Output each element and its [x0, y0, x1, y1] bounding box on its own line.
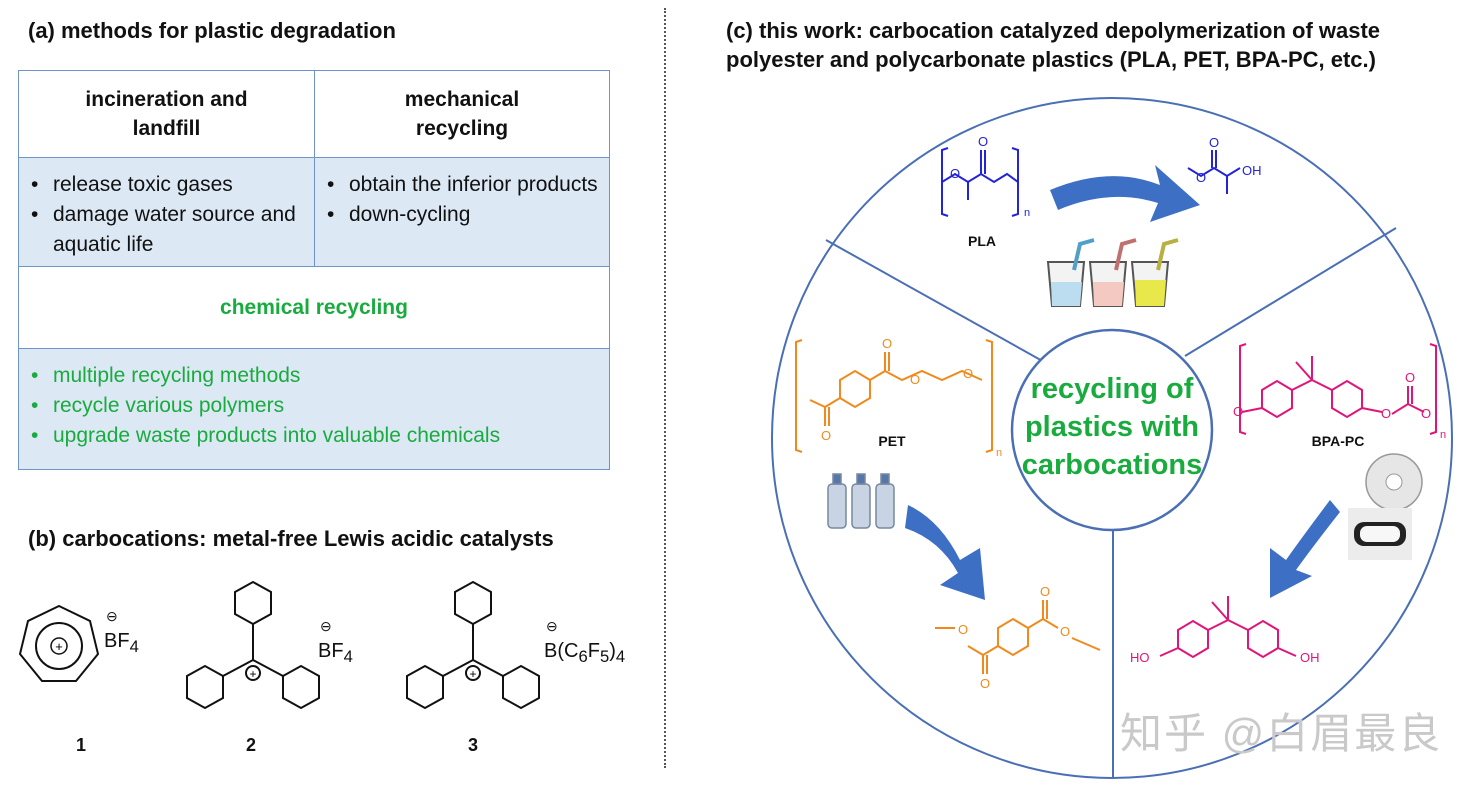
cups-icon: [1046, 238, 1179, 307]
anion-2: ⊖BF4: [318, 618, 353, 666]
anion-subscript: 4: [129, 637, 139, 656]
pla-carbonyl-label: O: [978, 134, 988, 149]
catalyst-label-2: 2: [246, 735, 257, 755]
pet-carbonyl-label-2: O: [821, 428, 831, 443]
list-item: obtain the inferior products: [325, 170, 601, 200]
dmt-carbonyl-label-2: O: [1040, 584, 1050, 599]
lactate-carbonyl-label: O: [1209, 135, 1219, 150]
pet-oxygen-label: O: [910, 372, 920, 387]
divider-line: [1184, 227, 1397, 357]
anion-subscript: 4: [615, 647, 626, 666]
bpa-carbonyl-label: O: [1405, 370, 1415, 385]
list-item: upgrade waste products into valuable che…: [29, 421, 599, 451]
anion-text: B(C: [544, 640, 579, 662]
methyl-lactate-structure: [1187, 150, 1241, 194]
panel-a-title: (a) methods for plastic degradation: [28, 18, 396, 43]
center-text-line-3: carbocations: [1022, 449, 1203, 481]
dmt-carbonyl-label: O: [980, 676, 990, 691]
trityl-structure-2: +: [186, 580, 320, 710]
pla-arrow: [1050, 165, 1200, 222]
pet-arrow: [905, 505, 985, 600]
methods-table: incineration and landfill mechanical rec…: [18, 70, 610, 470]
list-item: recycle various polymers: [29, 391, 599, 421]
anion-subscript: 4: [343, 647, 353, 666]
pla-product-oh: OH: [1242, 163, 1262, 178]
list-item: down-cycling: [325, 200, 601, 230]
bpa-oxygen-label-2: O: [1421, 406, 1431, 421]
pet-structure: [795, 339, 993, 453]
catalyst-structures: + ⊖BF4 1 + ⊖BF4 2 +: [0, 560, 660, 780]
dmt-oxygen-label-2: O: [1060, 624, 1070, 639]
anion-text: F: [587, 640, 600, 662]
list-item: release toxic gases: [29, 170, 306, 200]
dmt-oxygen-label: O: [958, 622, 968, 637]
anion-1: ⊖BF4: [104, 608, 139, 656]
pet-label: PET: [878, 433, 906, 449]
panel-c-title: (c) this work: carbocation catalyzed dep…: [726, 18, 1381, 72]
pet-repeat-subscript: n: [996, 447, 1002, 459]
panel-b-title: (b) carbocations: metal-free Lewis acidi…: [28, 526, 554, 551]
anion-text: ): [609, 640, 616, 662]
col1-list-cell: release toxic gases damage water source …: [18, 157, 315, 267]
col2-header-text: mechanical recycling: [404, 88, 520, 140]
catalyst-label-3: 3: [468, 735, 479, 755]
bpa-pc-structure: [1239, 343, 1437, 435]
watermark: 知乎 @白眉最良: [1120, 710, 1443, 757]
catalyst-label-1: 1: [76, 735, 87, 755]
list-item: multiple recycling methods: [29, 361, 599, 391]
center-circle: [1010, 328, 1214, 532]
tropylium-structure: +: [18, 604, 100, 682]
svg-text:+: +: [249, 667, 256, 681]
chemical-list-cell: multiple recycling methods recycle vario…: [18, 348, 610, 470]
divider-line: [825, 239, 1047, 364]
bpa-structure: [1159, 596, 1297, 659]
pla-repeat-subscript: n: [1024, 207, 1030, 219]
anion-subscript: 5: [599, 647, 610, 666]
bpa-repeat-subscript: n: [1440, 429, 1446, 441]
panel-divider: [664, 8, 666, 768]
col2-list-cell: obtain the inferior products down-cyclin…: [314, 157, 610, 267]
col1-list: release toxic gases damage water source …: [29, 170, 306, 260]
col2-list: obtain the inferior products down-cyclin…: [325, 170, 601, 230]
lactate-oxygen-label: O: [1196, 170, 1206, 185]
anion-text: BF: [104, 630, 130, 652]
pla-structure: [941, 147, 1019, 217]
svg-text:+: +: [55, 639, 63, 654]
center-text-line-2: plastics with: [1025, 411, 1199, 443]
bottles-icon: [827, 473, 895, 529]
pet-carbonyl-label: O: [882, 336, 892, 351]
bpa-arrow: [1270, 500, 1340, 598]
center-text-line-1: recycling of: [1031, 373, 1194, 405]
bpa-oxygen-label: O: [1381, 406, 1391, 421]
trityl-structure-3: +: [406, 580, 540, 710]
bpa-product-ho: HO: [1130, 650, 1150, 665]
bpa-product-oh: OH: [1300, 650, 1320, 665]
pet-oxygen-label-2: O: [963, 366, 973, 381]
goggles-icon: [1348, 508, 1412, 560]
dmt-structure: [935, 600, 1101, 674]
chemical-recycling-header: chemical recycling: [18, 266, 610, 349]
cd-icon: [1365, 453, 1423, 511]
anion-3: ⊖B(C6F5)4: [544, 618, 626, 666]
col1-header-text: incineration and landfill: [85, 88, 248, 140]
chemical-list: multiple recycling methods recycle vario…: [29, 361, 599, 451]
pla-label: PLA: [968, 233, 996, 249]
list-item: damage water source and aquatic life: [29, 200, 306, 260]
bpa-oxygen-label-3: O: [1233, 404, 1243, 419]
col1-header: incineration and landfill: [18, 70, 315, 158]
bpa-pc-label: BPA-PC: [1312, 433, 1365, 449]
recycling-wheel: recycling of plastics with carbocations …: [771, 97, 1453, 779]
anion-text: BF: [318, 640, 344, 662]
col2-header: mechanical recycling: [314, 70, 610, 158]
svg-text:+: +: [469, 667, 476, 681]
anion-subscript: 6: [578, 647, 588, 666]
pla-oxygen-label: O: [950, 166, 960, 181]
